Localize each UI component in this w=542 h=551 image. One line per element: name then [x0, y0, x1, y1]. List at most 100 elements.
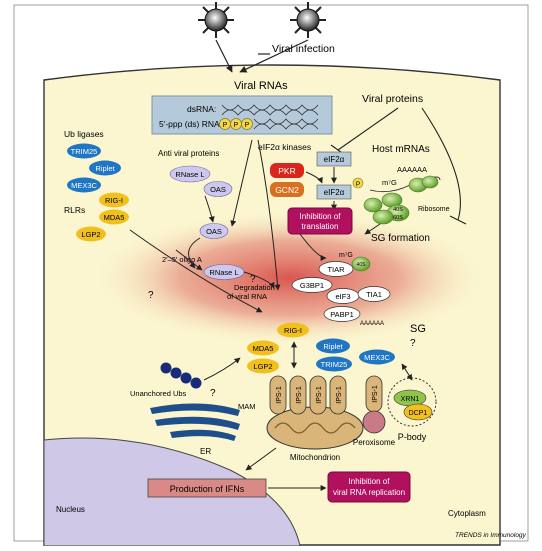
dsrna-label: dsRNA:	[187, 104, 216, 114]
er-icon	[150, 403, 240, 441]
viral-infection-label: Viral infection	[272, 43, 335, 55]
oas-label: OAS	[210, 185, 226, 194]
rnase-degradation-arrow	[243, 271, 275, 289]
ifn-arrow	[245, 447, 277, 471]
oligo-a-arrow	[188, 237, 201, 269]
svg-text:P: P	[245, 122, 250, 129]
peroxisome-icon: IPS-1	[362, 375, 386, 434]
ub-ligases-label: Ub ligases	[64, 129, 104, 139]
inhibition-translation-label: Inhibition of	[300, 212, 342, 221]
tiar-node	[318, 261, 354, 277]
gcn2-node	[270, 182, 304, 197]
tia1-node	[357, 286, 391, 302]
sg-trim25-node	[316, 356, 352, 372]
viral-rna-to-oas-arrow	[230, 139, 253, 227]
production-ifns-box	[147, 478, 267, 498]
inhibition-to-sg-arrow	[299, 233, 327, 261]
sg-40s-label: 40S	[357, 262, 367, 268]
rig-i-label: RIG-I	[105, 196, 123, 205]
eif2a-phospho-label: eIF2α	[324, 188, 345, 197]
sg-trim25-label: TRIM25	[321, 360, 348, 369]
host-mrnas-label: Host mRNAs	[372, 144, 430, 155]
riplet-label: Riplet	[95, 164, 115, 173]
triphosphate-icon: P P P	[219, 118, 253, 130]
lgp2-label: LGP2	[81, 230, 100, 239]
mitochondrion-icon	[266, 406, 364, 450]
unanchored-ubs-icon	[160, 362, 202, 389]
pabp1-node	[323, 306, 361, 322]
inhibition-replication-label: Inhibition of	[349, 477, 391, 486]
viral-proteins-ribosome-line	[421, 107, 461, 221]
rnase-l-label: RNase L	[175, 170, 204, 179]
viral-proteins-label: Viral proteins	[362, 93, 423, 105]
eif2a-node	[316, 151, 352, 167]
ribosome-label: Ribosome	[418, 206, 450, 213]
virus-icon	[290, 2, 326, 38]
eif3-label: eIF3	[335, 292, 350, 301]
ribosome-40s-label: 40S	[393, 207, 403, 213]
oas-activation-arrow	[204, 195, 215, 223]
ribosome-icon	[363, 175, 439, 225]
mam-label: MAM	[238, 402, 256, 411]
tia1-label: TIA1	[366, 290, 382, 299]
oligo-a-label: 2′–5′ oligo A	[162, 255, 202, 264]
unanchored-ubs-label: Unanchored Ubs	[130, 389, 187, 398]
riplet-node	[89, 160, 121, 176]
ubs-question-mark: ?	[210, 388, 216, 399]
rlr-question-mark: ?	[148, 290, 154, 301]
credit-label: TRENDS in Immunology	[455, 532, 527, 539]
ips1-label: IPS-1	[316, 386, 323, 404]
ips1-label: IPS-1	[276, 386, 283, 404]
sg-mex3c-node	[359, 349, 395, 365]
svg-text:IPS-1: IPS-1	[372, 385, 379, 403]
sg-m7g-label: m⁷G	[339, 252, 353, 259]
gcn2-label: GCN2	[275, 185, 299, 195]
ppp-rna-label: 5′-ppp (ds) RNA:	[159, 119, 222, 129]
sg-label: SG	[410, 323, 426, 335]
p-body-label: P-body	[398, 432, 427, 442]
production-ifns-label: Production of IFNs	[170, 484, 245, 494]
ips1-label: IPS-1	[336, 386, 343, 404]
rnase-l-node	[169, 165, 211, 183]
sg-40s-node	[351, 256, 371, 272]
trim25-label: TRIM25	[71, 147, 98, 156]
sg-rig-i-node	[277, 322, 309, 338]
sg-mda5-node	[247, 340, 279, 356]
eif2a-label: eIF2α	[324, 155, 345, 164]
mex3c-node	[67, 177, 101, 193]
tiar-label: TIAR	[327, 265, 345, 274]
stress-granule-region	[90, 210, 490, 346]
pabp1-label: PABP1	[330, 310, 354, 319]
mex3c-label: MEX3C	[71, 181, 97, 190]
sg-pbody-arrow	[401, 363, 413, 381]
rnase-question-mark: ?	[250, 274, 256, 285]
oligo-a-to-rnase-arrow	[175, 249, 203, 271]
sg-lgp2-node	[247, 358, 279, 374]
oas-node	[203, 181, 233, 197]
sg-riplet-label: Riplet	[323, 342, 343, 351]
sg-formation-label: SG formation	[371, 233, 430, 244]
infection-arrow	[239, 39, 309, 73]
svg-text:P: P	[234, 122, 239, 129]
inhibit-bar	[449, 215, 467, 225]
sg-rig-i-label: RIG-I	[284, 326, 302, 335]
rig-i-node	[99, 192, 129, 208]
oas-active-label: OAS	[206, 227, 222, 236]
g3bp1-node	[291, 277, 333, 293]
sg-lgp2-label: LGP2	[253, 362, 272, 371]
mda5-label: MDA5	[104, 213, 125, 222]
sg-formation-arrow	[364, 223, 381, 235]
p-body-icon	[387, 377, 437, 427]
ips1-label: IPS-1	[296, 386, 303, 404]
m7g-label: m⁷G	[382, 178, 397, 187]
degradation-label-2: of viral RNA	[227, 292, 267, 301]
sg-riplet-node	[316, 338, 350, 354]
trim25-node	[67, 143, 101, 159]
degradation-label: Degradation	[234, 283, 275, 292]
antiviral-proteins-label: Anti viral proteins	[158, 149, 219, 158]
poly-a-label: AAAAAA	[397, 165, 427, 174]
viral-rnas-label: Viral RNAs	[234, 80, 288, 92]
pkr-label: PKR	[278, 166, 295, 176]
pbody-question-mark: ?	[410, 338, 416, 349]
